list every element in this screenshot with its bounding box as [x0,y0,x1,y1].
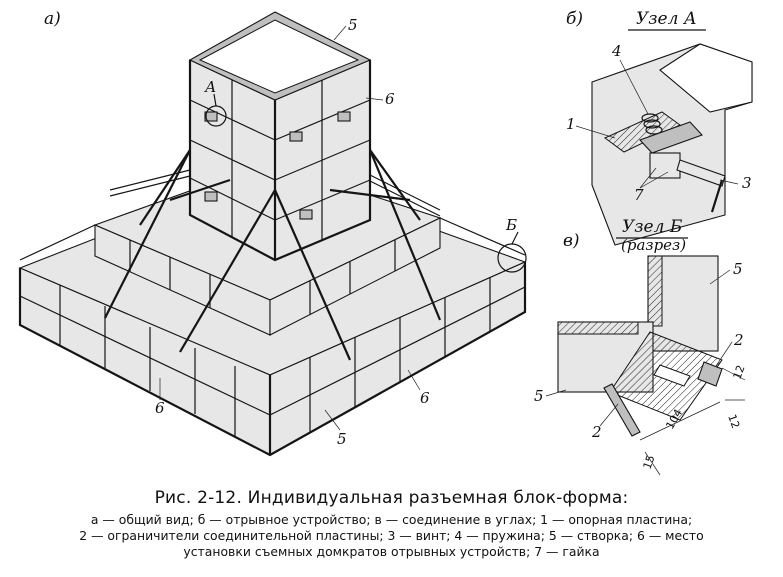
corner-struts [19,169,526,261]
label-5-node-b-left: 5 [534,387,544,405]
base-left-ribs [19,285,271,436]
label-4: 4 [611,42,622,60]
caption-line-1: а — общий вид; б — отрывное устройство; … [90,512,693,527]
column-panel-grid [189,80,371,240]
detail-node-a: б) Узел А 4 1 3 7 [566,9,753,246]
label-2-top: 2 [733,331,744,349]
node-b-marker: Б [505,216,517,234]
dim-12-a: 12 [731,363,748,381]
limiter-2-top [697,361,723,387]
label-6-bottom-left: 6 [155,399,165,417]
caption-title: Рис. 2-12. Индивидуальная разъемная блок… [154,488,629,508]
label-3: 3 [742,174,752,192]
base-right-ribs [269,277,526,433]
label-1: 1 [566,115,576,133]
panel-a-label: а) [44,9,61,29]
screw-3 [676,159,726,187]
spring-icon [641,113,663,135]
node-a-marker: А [204,78,216,96]
label-6-bottom-right: 6 [420,389,430,407]
label-6-right: 6 [385,90,395,108]
nut-7 [649,152,681,179]
label-5-bottom: 5 [337,430,347,448]
node-b-marker-circle [497,243,527,273]
node-a-title: Узел А [636,9,697,29]
label-5-node-b-top: 5 [733,260,743,278]
panel-v-label: в) [563,231,580,251]
caption-line-3: установки съемных домкратов отрывных уст… [183,544,600,559]
detail-node-b: в) Узел Б (разрез) 5 5 2 2 12 12 [534,217,748,476]
node-b-subtitle: (разрез) [621,236,686,254]
panel-b-label: б) [566,9,583,29]
caption-line-2: 2 — ограничители соединительной пластины… [79,528,704,543]
dimension-lines [639,367,746,476]
middle-tier-right [269,217,441,336]
label-2-bottom: 2 [591,423,602,441]
diagonal-braces [104,149,442,361]
limiter-2-bottom [603,383,641,437]
dim-12-b: 12 [725,413,742,431]
node-b-title: Узел Б [622,217,683,237]
jack-fittings [204,111,351,220]
figure-caption: Рис. 2-12. Индивидуальная разъемная блок… [0,488,783,560]
label-5-top: 5 [348,16,358,34]
label-7: 7 [634,186,644,204]
dim-15: 15 [641,453,658,471]
nut-block [639,121,703,154]
general-view: Б А а) 5 6 6 6 5 [18,9,527,457]
